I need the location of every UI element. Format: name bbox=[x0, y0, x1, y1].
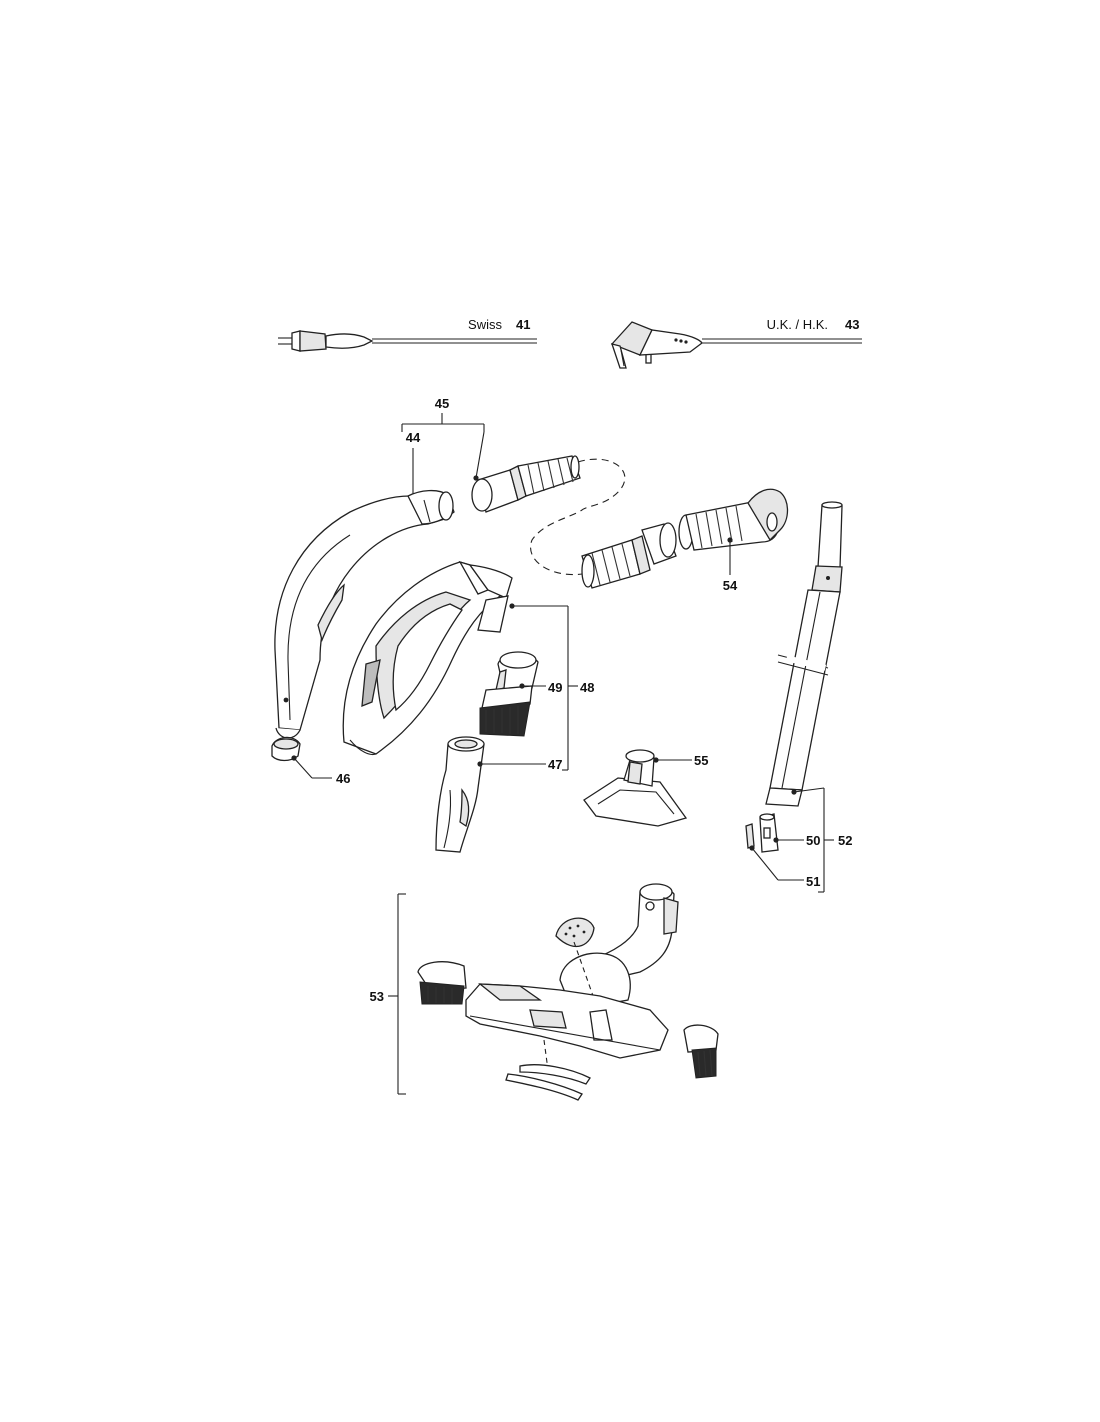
swiss-power-cord: Swiss 41 bbox=[278, 317, 537, 352]
callout-48: 48 bbox=[580, 680, 594, 695]
callout-52: 52 bbox=[838, 833, 852, 848]
callout-54: 54 bbox=[723, 578, 738, 593]
upholstery-nozzle: 55 bbox=[583, 749, 708, 827]
floor-nozzle-assembly: 53 bbox=[370, 883, 719, 1101]
curved-hose-handle bbox=[274, 489, 455, 739]
callout-48-bracket: 48 bbox=[562, 606, 594, 771]
callout-53: 53 bbox=[370, 989, 384, 1004]
callout-44: 44 bbox=[406, 430, 421, 445]
callout-uk-hk-region: U.K. / H.K. bbox=[767, 317, 828, 332]
callout-45: 45 bbox=[435, 396, 449, 411]
dusting-brush: 49 bbox=[479, 651, 562, 737]
uk-hk-power-cord: U.K. / H.K. 43 bbox=[610, 317, 862, 369]
callout-41: 41 bbox=[516, 317, 530, 332]
callout-51: 51 bbox=[806, 874, 820, 889]
callout-55: 55 bbox=[694, 753, 708, 768]
callout-46: 46 bbox=[336, 771, 350, 786]
callout-swiss-region: Swiss bbox=[468, 317, 502, 332]
callout-47: 47 bbox=[548, 757, 562, 772]
callout-43: 43 bbox=[845, 317, 859, 332]
callout-45-bracket: 45 44 bbox=[401, 396, 485, 499]
callout-49: 49 bbox=[548, 680, 562, 695]
flexible-hose: 54 bbox=[471, 455, 789, 593]
telescopic-tube bbox=[765, 501, 843, 807]
callout-50: 50 bbox=[806, 833, 820, 848]
wand-clip: 46 bbox=[271, 736, 350, 786]
callout-52-bracket: 52 50 51 bbox=[745, 788, 852, 893]
crevice-tool: 47 bbox=[435, 736, 562, 853]
accessory-holder bbox=[342, 560, 568, 756]
